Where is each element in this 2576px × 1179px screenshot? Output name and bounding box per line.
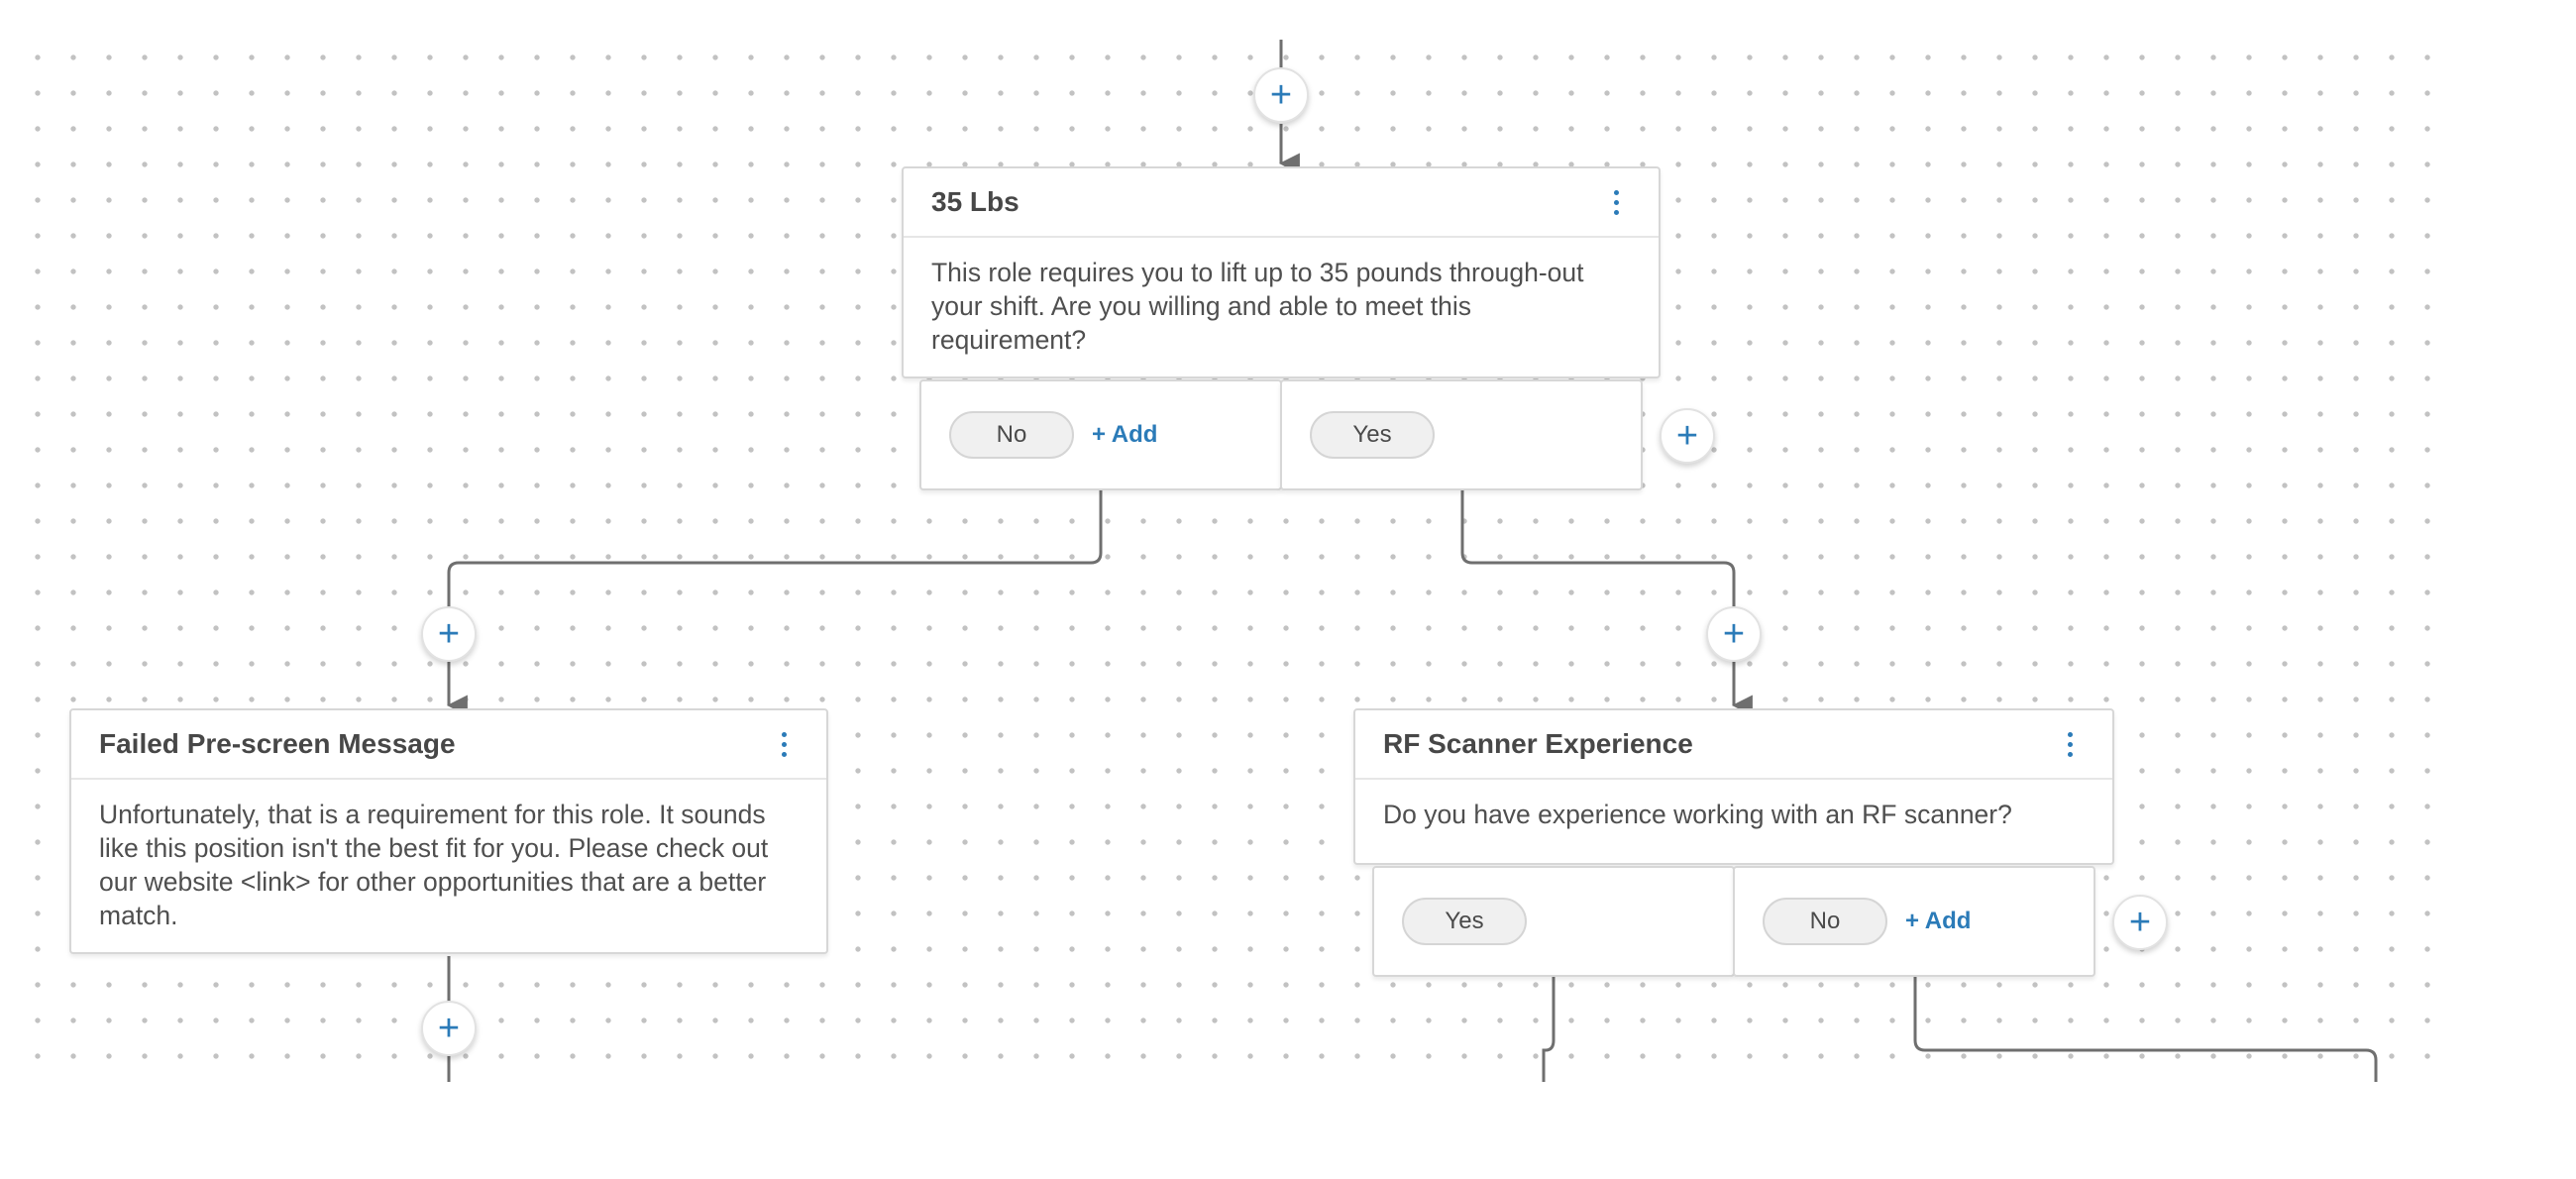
card-body: This role requires you to lift up to 35 …: [931, 258, 1584, 355]
kebab-menu-icon[interactable]: [1601, 182, 1631, 222]
card-header: 35 Lbs: [904, 168, 1659, 238]
kebab-menu-icon[interactable]: [2055, 724, 2085, 764]
answer-no-pill[interactable]: No: [1763, 898, 1887, 945]
add-step-button-failed[interactable]: +: [421, 1001, 477, 1056]
answer-yes-pill[interactable]: Yes: [1402, 898, 1527, 945]
answer-yes-tile[interactable]: Yes: [1280, 379, 1643, 490]
message-card-failed-pre-screen[interactable]: Failed Pre-screen Message Unfortunately,…: [69, 708, 828, 954]
card-title: 35 Lbs: [931, 186, 1020, 217]
add-step-button-top[interactable]: +: [1253, 67, 1309, 123]
answer-row-35-lbs: No + Add Yes: [919, 379, 1643, 490]
connector-rf-no-out: [1913, 976, 2378, 1082]
card-title: Failed Pre-screen Message: [99, 728, 456, 759]
answer-row-rf-scanner: Yes No + Add: [1372, 866, 2095, 977]
answer-no-tile[interactable]: No + Add: [919, 379, 1282, 490]
add-step-button-yes-branch[interactable]: +: [1706, 606, 1762, 662]
connector-yes-branch: [1460, 490, 1736, 607]
add-answer-link[interactable]: + Add: [1092, 421, 1158, 448]
kebab-menu-icon[interactable]: [769, 724, 799, 764]
card-header: Failed Pre-screen Message: [71, 710, 826, 780]
card-body: Unfortunately, that is a requirement for…: [99, 800, 769, 930]
add-answer-link[interactable]: + Add: [1905, 908, 1972, 934]
connector-rf-yes-out: [1542, 976, 1556, 1082]
answer-yes-tile[interactable]: Yes: [1372, 866, 1735, 977]
add-answer-button-35-lbs[interactable]: +: [1660, 408, 1715, 464]
add-answer-button-rf-scanner[interactable]: +: [2112, 895, 2168, 950]
question-card-rf-scanner[interactable]: RF Scanner Experience Do you have experi…: [1353, 708, 2114, 865]
card-body: Do you have experience working with an R…: [1383, 800, 2012, 829]
card-header: RF Scanner Experience: [1355, 710, 2112, 780]
card-title: RF Scanner Experience: [1383, 728, 1693, 759]
answer-no-pill[interactable]: No: [949, 411, 1074, 459]
question-card-35-lbs[interactable]: 35 Lbs This role requires you to lift up…: [902, 166, 1661, 378]
add-step-button-no-branch[interactable]: +: [421, 606, 477, 662]
answer-no-tile[interactable]: No + Add: [1733, 866, 2095, 977]
answer-yes-pill[interactable]: Yes: [1310, 411, 1435, 459]
connector-no-branch: [447, 490, 1103, 607]
